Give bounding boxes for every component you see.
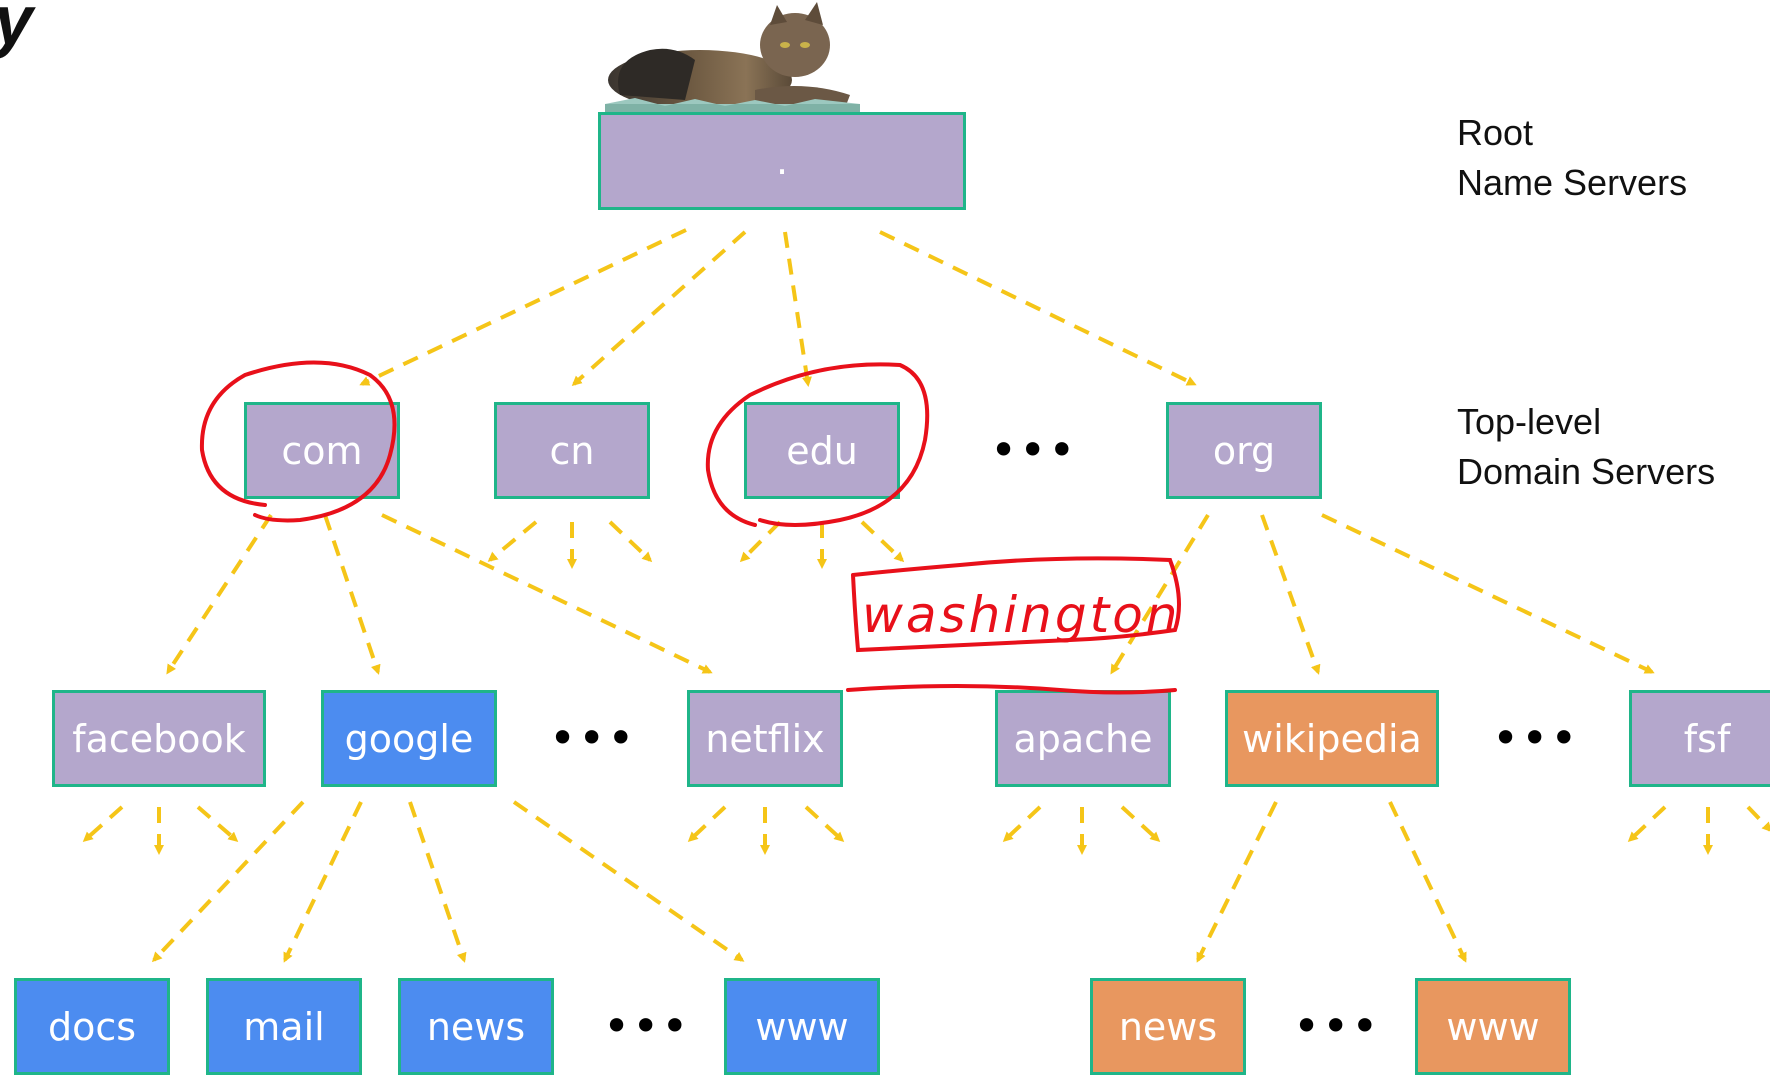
edge-fb-1 (82, 805, 124, 842)
edge-com-facebook (166, 513, 273, 675)
edge-ap-1 (1002, 805, 1042, 843)
edge-cn-1 (487, 520, 538, 562)
domain-netflix-node: netflix (687, 690, 843, 787)
second-level-ellipsis-left: ••• (549, 711, 637, 765)
edge-nf-3 (804, 805, 845, 843)
tld-ellipsis: ••• (990, 423, 1078, 477)
third-level-ellipsis-left: ••• (603, 999, 691, 1053)
root-tier-label-line1: Root (1457, 112, 1534, 153)
root-tier-label-line2: Name Servers (1457, 162, 1688, 204)
root-tier-label: Root Name Servers (1457, 108, 1687, 209)
tld-tier-label-line1: Top-level (1457, 401, 1602, 442)
edge-google-docs (151, 800, 305, 963)
edge-com-netflix (381, 513, 713, 674)
edge-edu-1 (739, 520, 782, 563)
host-google-www-node: www (724, 978, 880, 1075)
domain-facebook-node: facebook (52, 690, 266, 787)
circle-around-edu (705, 362, 930, 527)
edge-fsf-3 (1746, 805, 1770, 833)
edge-root-org (879, 230, 1197, 386)
edge-org-fsf (1321, 513, 1655, 674)
host-docs-node: docs (14, 978, 170, 1075)
edge-org-wikipedia (1260, 514, 1321, 675)
tld-edu-node: edu (744, 402, 900, 499)
edge-fb-3 (196, 805, 239, 842)
edge-org-apache (1110, 513, 1210, 675)
host-mail-node: mail (206, 978, 362, 1075)
tld-org-node: org (1166, 402, 1322, 499)
root-server-node: . (598, 112, 966, 210)
edge-wiki-news (1196, 801, 1278, 963)
domain-apache-node: apache (995, 690, 1171, 787)
edge-com-google (323, 514, 381, 675)
domain-google-node: google (321, 690, 497, 787)
edge-root-com (359, 228, 687, 386)
edge-root-cn (571, 230, 747, 386)
edge-fsf-1 (1627, 805, 1667, 843)
edge-wiki-www (1388, 801, 1467, 963)
domain-fsf-node: fsf (1629, 690, 1770, 787)
host-wiki-www-node: www (1415, 978, 1571, 1075)
edge-google-www (512, 800, 745, 962)
cat-image (605, 2, 860, 115)
box-around-washington (846, 556, 1181, 695)
edge-google-mail (283, 801, 363, 963)
third-level-ellipsis-right: ••• (1293, 999, 1381, 1053)
edge-edu-3 (860, 520, 905, 563)
tld-tier-label: Top-level Domain Servers (1457, 397, 1715, 498)
domain-wikipedia-node: wikipedia (1225, 690, 1439, 787)
circle-around-com (199, 360, 397, 523)
slide-heading-fragment: y (0, 0, 33, 60)
edge-ap-3 (1120, 805, 1161, 843)
second-level-ellipsis-right: ••• (1492, 711, 1580, 765)
tld-cn-node: cn (494, 402, 650, 499)
tld-tier-label-line2: Domain Servers (1457, 451, 1716, 493)
edge-google-news (408, 801, 467, 963)
edge-nf-1 (687, 805, 727, 843)
edge-cn-3 (608, 520, 653, 563)
host-google-news-node: news (398, 978, 554, 1075)
washington-annotation: washington (862, 586, 1180, 644)
